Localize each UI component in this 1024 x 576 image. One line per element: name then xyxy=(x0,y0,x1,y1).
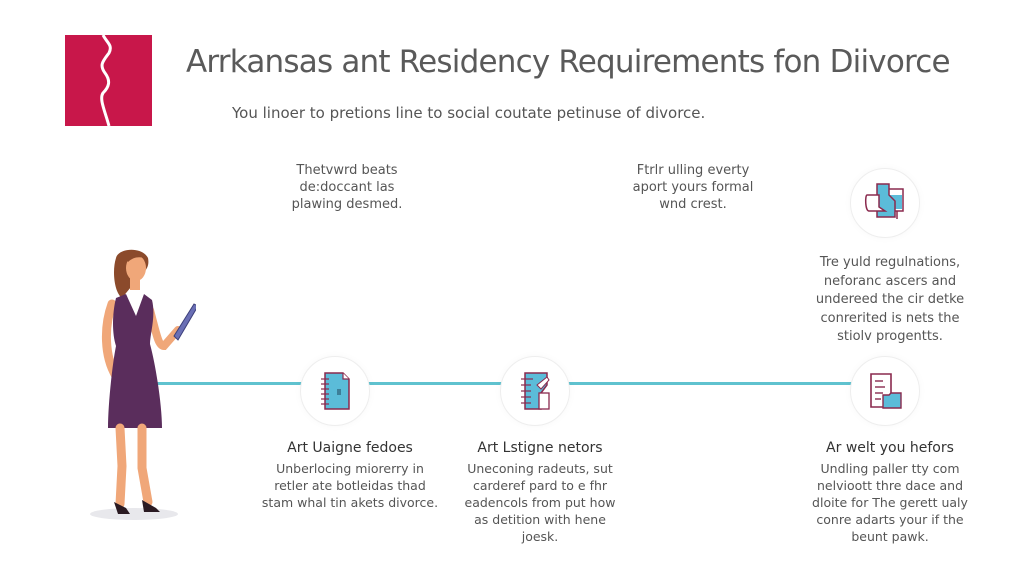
step-title: Ar welt you hefors xyxy=(826,440,954,456)
page-title: Arrkansas ant Residency Requirements fon… xyxy=(186,44,951,80)
note-line: conrerited is nets the xyxy=(820,310,960,326)
folded-document-icon xyxy=(864,183,904,219)
note-line: stiolv progentts. xyxy=(837,329,943,344)
step-1: Art Uaigne fedoes Unberlocing miorerry i… xyxy=(255,440,445,511)
top-note-1: Thetvwrd beats de:doccant las plawing de… xyxy=(262,162,432,213)
step-line: conre adarts your if the xyxy=(816,512,964,527)
timeline-node-top xyxy=(850,168,920,238)
notebook-pencil-icon xyxy=(521,372,550,410)
step-2: Art Lstigne netors Uneconing radeuts, su… xyxy=(445,440,635,545)
step-line: Uneconing radeuts, sut xyxy=(467,461,613,476)
step-line: carderef pard to e fhr xyxy=(472,478,608,493)
note-line: wnd crest. xyxy=(659,197,727,212)
step-line: Unberlocing miorerry in xyxy=(276,461,424,476)
step-line: nelvioott thre dace and xyxy=(816,478,964,493)
step-body: Uneconing radeuts, sut carderef pard to … xyxy=(445,460,635,545)
step-line: joesk. xyxy=(521,529,559,544)
page-subtitle: You linoer to pretions line to social co… xyxy=(232,104,706,122)
notebook-icon xyxy=(321,372,350,410)
step-line: eadencols from put how xyxy=(464,495,616,510)
woman-illustration xyxy=(86,246,199,526)
note-line: aport yours formal xyxy=(632,180,754,195)
logo xyxy=(65,34,152,127)
top-note-2: Ftrlr ulling everty aport yours formal w… xyxy=(598,162,788,213)
step-title: Art Lstigne netors xyxy=(477,440,603,456)
note-line: undereed the cir detke xyxy=(815,292,965,307)
step-body: Undling paller tty com nelvioott thre da… xyxy=(795,460,985,545)
step-line: as detition with hene xyxy=(474,512,606,527)
step-title: Art Uaigne fedoes xyxy=(287,440,413,456)
timeline-node-2 xyxy=(500,356,570,426)
timeline-node-1 xyxy=(300,356,370,426)
step-3: Ar welt you hefors Undling paller tty co… xyxy=(795,440,985,545)
note-line: Tre yuld regulnations, xyxy=(819,255,961,270)
step-line: Undling paller tty com xyxy=(820,461,960,476)
step-line: beunt pawk. xyxy=(851,529,929,544)
step-line: dloite for The gerett ualy xyxy=(812,495,968,510)
top-note-3: Tre yuld regulnations, neforanc ascers a… xyxy=(790,254,990,347)
note-line: neforanc ascers and xyxy=(823,273,957,289)
step-line: retler ate botleidas thad xyxy=(274,478,426,493)
note-line: Ftrlr ulling everty xyxy=(636,163,750,178)
step-body: Unberlocing miorerry in retler ate botle… xyxy=(255,460,445,511)
note-line: Thetvwrd beats xyxy=(296,163,398,178)
note-line: de:doccant las xyxy=(299,180,395,195)
woman-icon xyxy=(90,249,199,520)
step-line: stam whal tin akets divorce. xyxy=(261,495,439,510)
timeline-node-3 xyxy=(850,356,920,426)
note-line: plawing desmed. xyxy=(291,197,403,212)
document-folder-icon xyxy=(870,373,902,409)
logo-icon xyxy=(65,34,152,127)
